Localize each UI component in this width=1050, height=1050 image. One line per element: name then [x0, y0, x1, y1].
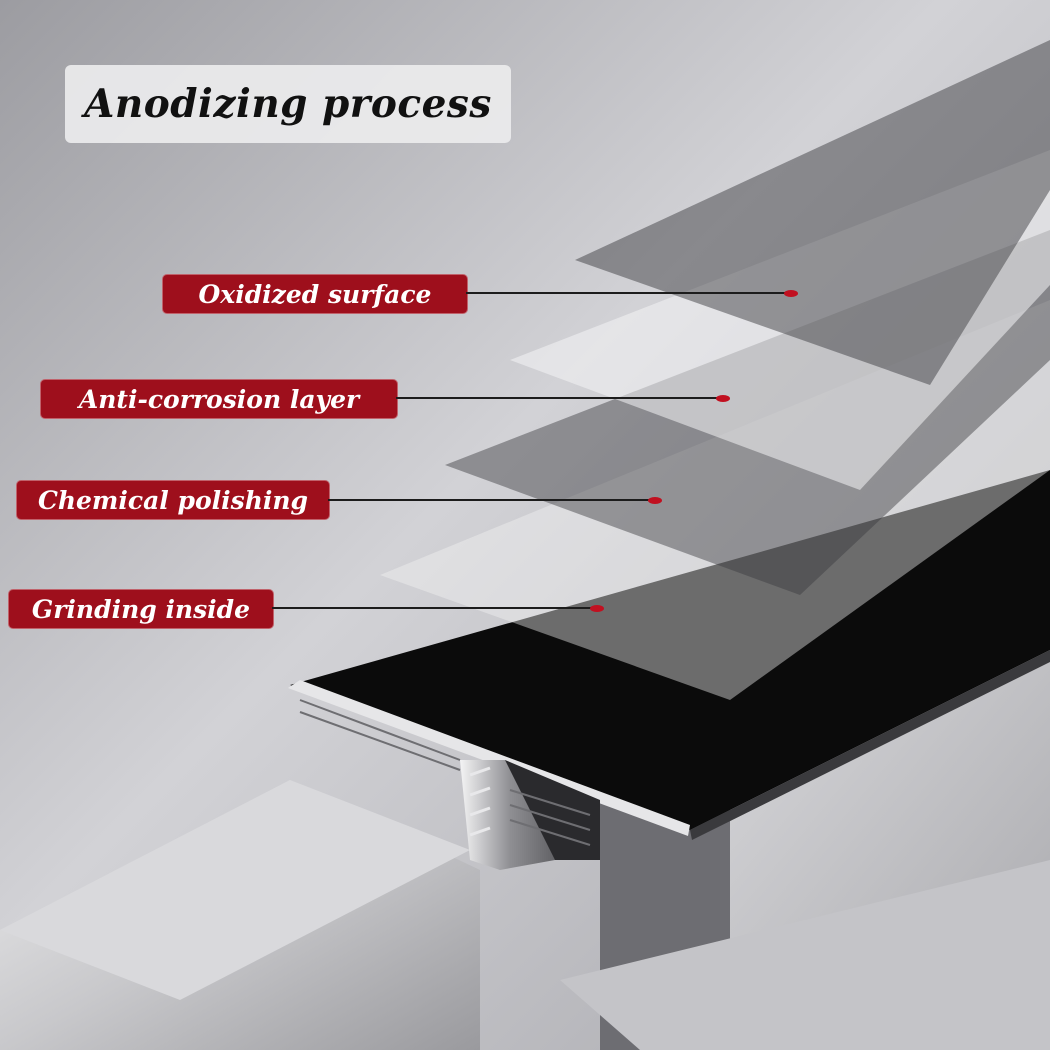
- leader-line: [272, 607, 596, 609]
- layer-sheet-oxidized: [575, 40, 1050, 385]
- pointer-dot: [716, 395, 730, 402]
- profile-top: [290, 470, 1050, 830]
- label-text: Oxidized surface: [198, 279, 432, 309]
- label-oxidized-surface: Oxidized surface: [162, 274, 468, 314]
- floor-tile-left-top: [0, 780, 470, 1000]
- label-chemical-polishing: Chemical polishing: [16, 480, 330, 520]
- profile-bevel: [690, 650, 1050, 840]
- profile-ridges: [299, 699, 591, 846]
- label-text: Anti-corrosion layer: [78, 384, 360, 414]
- pointer-dot: [590, 605, 604, 612]
- leader-line: [466, 292, 790, 294]
- title-box: Anodizing process: [65, 65, 511, 143]
- page-title: Anodizing process: [84, 81, 492, 127]
- leader-line: [396, 397, 722, 399]
- profile-teeth: [469, 766, 491, 837]
- label-text: Chemical polishing: [37, 485, 309, 515]
- pointer-dot: [784, 290, 798, 297]
- leader-line: [328, 499, 654, 501]
- floor-tile-front: [560, 860, 1050, 1050]
- label-grinding-inside: Grinding inside: [8, 589, 274, 629]
- profile-stem-shadow: [505, 760, 600, 860]
- pointer-dot: [648, 497, 662, 504]
- label-anti-corrosion-layer: Anti-corrosion layer: [40, 379, 398, 419]
- label-text: Grinding inside: [31, 594, 251, 624]
